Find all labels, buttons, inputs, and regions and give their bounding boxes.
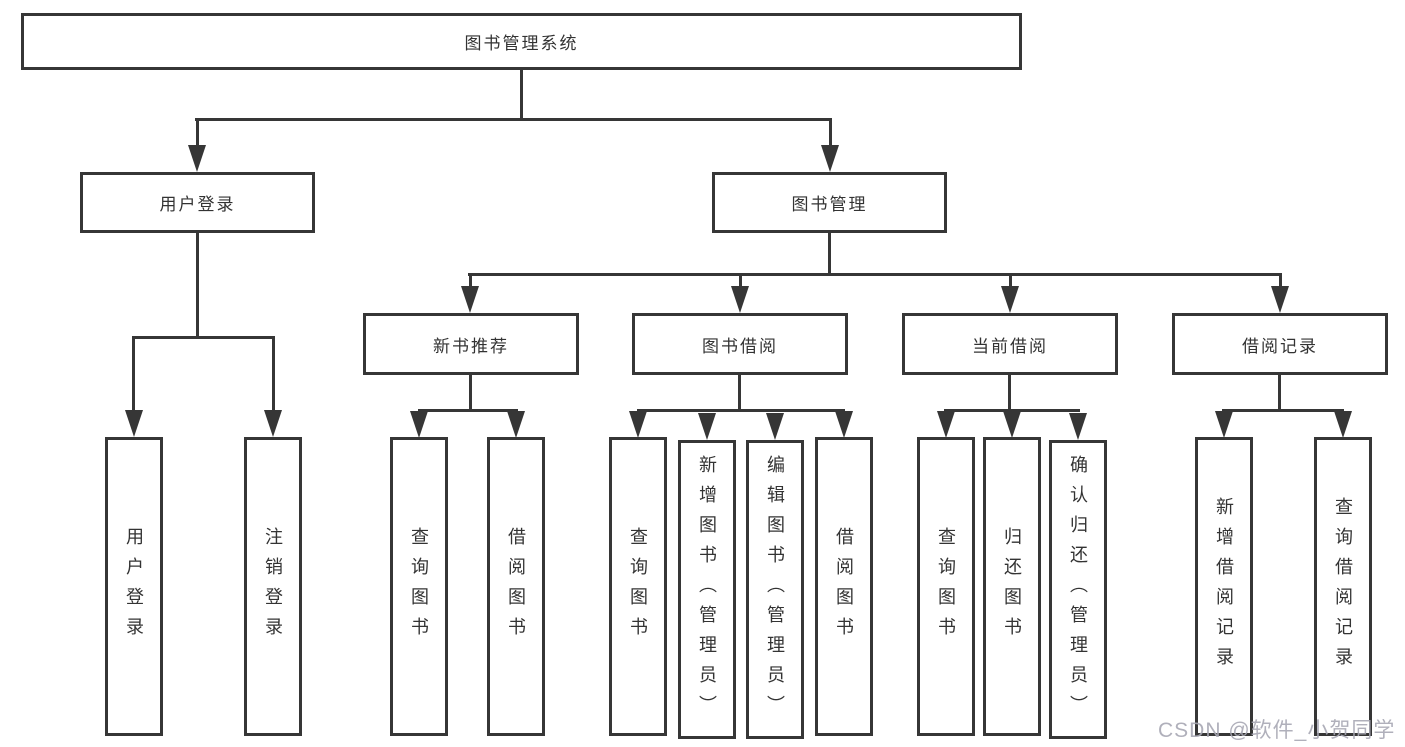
node-book-management: 图书管理 bbox=[712, 172, 947, 233]
connector-records-rail bbox=[1222, 409, 1344, 412]
connector-stem-new-rec bbox=[469, 273, 472, 289]
connector-records-stem bbox=[1278, 375, 1281, 412]
connector-root-stem bbox=[520, 69, 523, 121]
arrow-down-user-login bbox=[188, 145, 206, 172]
connector-user-login-rail bbox=[132, 336, 275, 339]
arrow-down-add-record bbox=[1215, 411, 1233, 438]
leaf-query-book: 查询图书 bbox=[390, 437, 448, 736]
leaf-borrow-book: 借阅图书 bbox=[815, 437, 873, 736]
arrow-down-add-book bbox=[698, 413, 716, 440]
leaf-add-borrow-record: 新增借阅记录 bbox=[1195, 437, 1253, 736]
connector-stem-records bbox=[1279, 273, 1282, 289]
node-new-book-recommend: 新书推荐 bbox=[363, 313, 579, 375]
arrow-down-current bbox=[1001, 286, 1019, 313]
leaf-add-book-admin: 新增图书（管理员） bbox=[678, 440, 736, 739]
connector-user-login-stem bbox=[196, 233, 199, 339]
arrow-down-query-book bbox=[937, 411, 955, 438]
arrow-down-book-mgmt bbox=[821, 145, 839, 172]
leaf-logout: 注销登录 bbox=[244, 437, 302, 736]
connector-level1-rail bbox=[195, 118, 832, 121]
arrow-down-query-book bbox=[410, 411, 428, 438]
connector-borrowing-stem bbox=[738, 375, 741, 412]
arrow-down-return-book bbox=[1003, 411, 1021, 438]
arrow-down-query-book bbox=[629, 411, 647, 438]
connector-stem-leaf-login bbox=[132, 336, 135, 412]
arrow-down-borrowing bbox=[731, 286, 749, 313]
leaf-user-login: 用户登录 bbox=[105, 437, 163, 736]
connector-book-mgmt-rail bbox=[468, 273, 1282, 276]
leaf-query-book: 查询图书 bbox=[917, 437, 975, 736]
csdn-watermark: CSDN @软件_小贺同学 bbox=[1158, 719, 1396, 742]
arrow-down-confirm-return bbox=[1069, 413, 1087, 440]
node-book-borrowing: 图书借阅 bbox=[632, 313, 848, 375]
node-borrowing-records: 借阅记录 bbox=[1172, 313, 1388, 375]
connector-new-rec-stem bbox=[469, 375, 472, 412]
arrow-down-records bbox=[1271, 286, 1289, 313]
connector-current-stem bbox=[1008, 375, 1011, 412]
connector-borrowing-rail bbox=[637, 409, 845, 412]
node-current-borrowing: 当前借阅 bbox=[902, 313, 1118, 375]
leaf-return-book: 归还图书 bbox=[983, 437, 1041, 736]
leaf-confirm-return-admin: 确认归还（管理员） bbox=[1049, 440, 1107, 739]
arrow-down-new-rec bbox=[461, 286, 479, 313]
connector-stem-user-login bbox=[196, 118, 199, 148]
leaf-query-borrow-record: 查询借阅记录 bbox=[1314, 437, 1372, 736]
connector-book-mgmt-stem bbox=[828, 233, 831, 276]
node-user-login: 用户登录 bbox=[80, 172, 315, 233]
connector-new-rec-rail bbox=[418, 409, 518, 412]
arrow-down-borrow-book bbox=[507, 411, 525, 438]
connector-stem-leaf-logout bbox=[272, 336, 275, 412]
arrow-down-leaf-logout bbox=[264, 410, 282, 437]
arrow-down-query-record bbox=[1334, 411, 1352, 438]
leaf-query-book: 查询图书 bbox=[609, 437, 667, 736]
arrow-down-edit-book bbox=[766, 413, 784, 440]
connector-stem-current bbox=[1009, 273, 1012, 289]
connector-current-rail bbox=[944, 409, 1080, 412]
leaf-edit-book-admin: 编辑图书（管理员） bbox=[746, 440, 804, 739]
arrow-down-leaf-login bbox=[125, 410, 143, 437]
connector-stem-borrowing bbox=[739, 273, 742, 289]
leaf-borrow-book: 借阅图书 bbox=[487, 437, 545, 736]
arrow-down-borrow-book bbox=[835, 411, 853, 438]
node-root-library-system: 图书管理系统 bbox=[21, 13, 1022, 70]
connector-stem-book-mgmt bbox=[829, 118, 832, 148]
